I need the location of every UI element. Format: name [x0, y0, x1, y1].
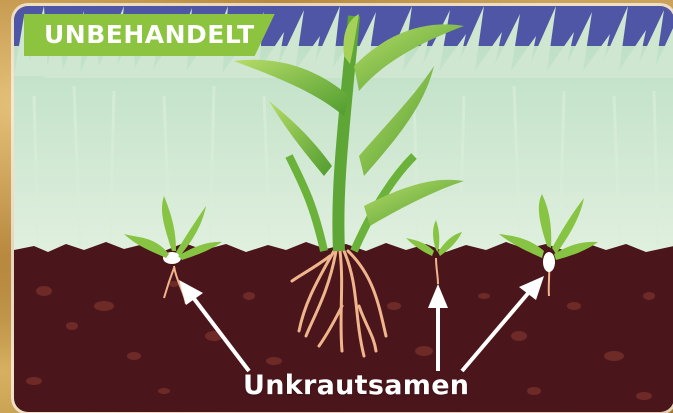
illustration: [14, 6, 673, 412]
treatment-badge: UNBEHANDELT: [24, 14, 275, 56]
illustration-panel: [14, 6, 673, 412]
weed-seed-caption: Unkrautsamen: [243, 370, 469, 402]
